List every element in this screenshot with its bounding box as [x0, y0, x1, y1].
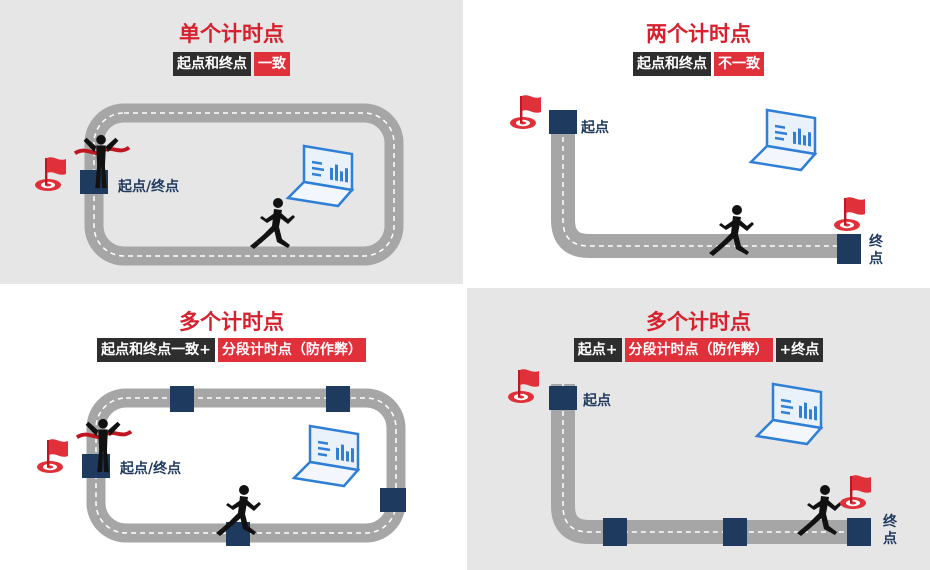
- tag-start-finish-same-plus: 起点和终点一致+: [97, 338, 215, 362]
- flag-icon: [835, 472, 875, 512]
- flag-icon: [505, 92, 545, 132]
- timing-mat-icon: [847, 518, 871, 546]
- flag-icon: [503, 366, 543, 406]
- label-finish: 终点: [869, 234, 883, 267]
- runner-icon: [212, 484, 262, 540]
- runner-icon: [705, 204, 755, 260]
- timing-mat-icon: [549, 386, 577, 410]
- tag-different: 不一致: [714, 52, 764, 76]
- panel-multi-timing-points-linear: 多个计时点 起点+分段计时点（防作弊）+终点 起点 终点: [467, 288, 930, 570]
- tag-split-points-anti-cheat: 分段计时点（防作弊）: [217, 338, 366, 362]
- l-shaped-track: [549, 110, 861, 264]
- panel-title: 多个计时点: [646, 310, 751, 334]
- tag-start-finish: 起点和终点: [633, 52, 711, 76]
- tag-row: 起点和终点一致+分段计时点（防作弊）: [0, 338, 463, 362]
- timing-mat-icon: [603, 518, 627, 546]
- tag-same: 一致: [254, 52, 290, 76]
- tag-row: 起点和终点不一致: [467, 52, 930, 76]
- tag-plus-finish: +终点: [775, 338, 824, 362]
- timing-mat-icon: [380, 488, 406, 512]
- laptop-icon: [751, 380, 831, 450]
- label-start: 起点: [581, 120, 609, 136]
- tag-start-plus: 起点+: [573, 338, 622, 362]
- panel-two-timing-points: 两个计时点 起点和终点不一致 起点 终点: [467, 0, 930, 284]
- panel-single-timing-point: 单个计时点 起点和终点一致 起点/终点: [0, 0, 463, 284]
- oval-track: [80, 103, 404, 266]
- timing-mat-icon: [326, 386, 350, 412]
- laptop-icon: [288, 422, 368, 492]
- tag-row: 起点+分段计时点（防作弊）+终点: [467, 338, 930, 362]
- panel-title: 多个计时点: [179, 310, 284, 334]
- label-start-finish: 起点/终点: [118, 179, 180, 195]
- label-start: 起点: [583, 393, 611, 409]
- label-finish: 终点: [883, 514, 897, 547]
- timing-mat-icon: [549, 110, 577, 134]
- flag-icon: [30, 154, 70, 194]
- panel-multi-timing-points-loop: 多个计时点 起点和终点一致+分段计时点（防作弊） 起点/终点: [0, 288, 463, 570]
- panel-title: 两个计时点: [646, 22, 751, 46]
- timing-mat-icon: [837, 234, 861, 264]
- timing-mat-icon: [723, 518, 747, 546]
- timing-mat-icon: [170, 386, 194, 412]
- runner-icon: [246, 197, 296, 253]
- flag-icon: [32, 436, 72, 476]
- tag-row: 起点和终点一致: [0, 52, 463, 76]
- laptop-icon: [745, 106, 825, 176]
- tag-start-finish: 起点和终点: [173, 52, 251, 76]
- panel-title: 单个计时点: [179, 22, 284, 46]
- l-shaped-track: [549, 384, 871, 546]
- flag-icon: [829, 194, 869, 234]
- label-start-finish: 起点/终点: [120, 461, 182, 477]
- tag-split-points-anti-cheat: 分段计时点（防作弊）: [624, 338, 773, 362]
